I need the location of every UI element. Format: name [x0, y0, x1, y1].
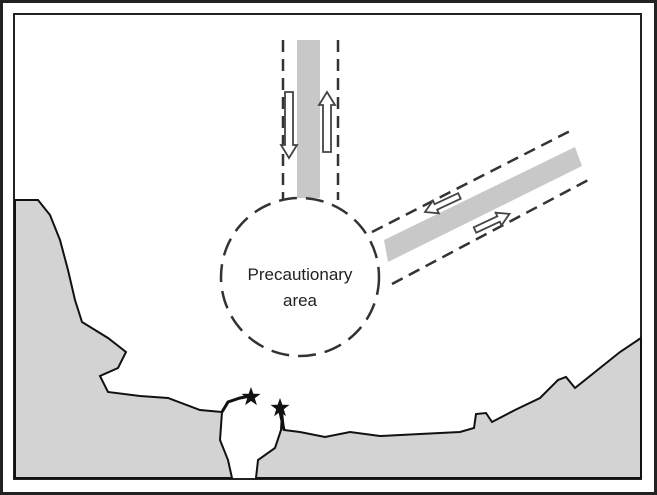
precautionary-area-label-line1: Precautionary — [248, 265, 353, 284]
land-right — [254, 336, 642, 479]
coastline-bold — [220, 394, 286, 431]
star-marker-icon — [241, 387, 261, 406]
star-marker-icon — [270, 398, 290, 417]
land-left — [14, 199, 234, 479]
northeast-bound-arrow-icon — [472, 211, 512, 234]
southbound-arrow-icon — [279, 91, 299, 160]
precautionary-area-circle — [219, 196, 381, 358]
diagonal-lane-separation-zone — [384, 147, 582, 262]
northbound-arrow-icon — [317, 90, 337, 153]
southwest-bound-arrow-icon — [423, 192, 462, 215]
precautionary-area-label-line2: area — [283, 291, 318, 310]
vertical-lane-separation-zone — [297, 40, 320, 198]
